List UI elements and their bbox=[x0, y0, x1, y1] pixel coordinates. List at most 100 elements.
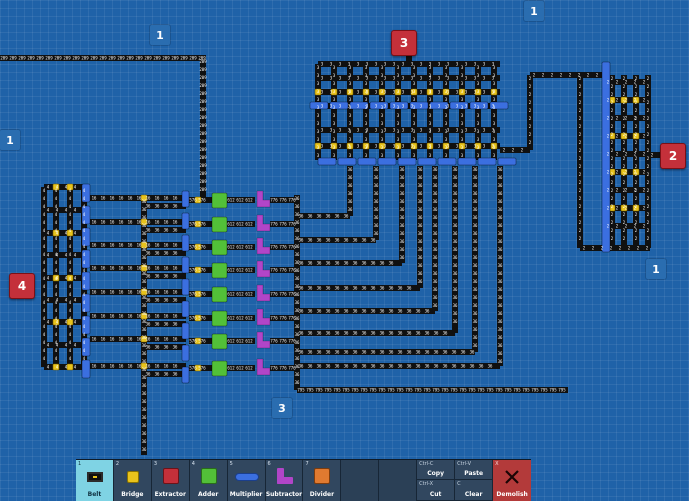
belt-value-label: 3 bbox=[429, 65, 432, 70]
bridge bbox=[632, 168, 640, 176]
belt-value-label: 3 bbox=[461, 145, 464, 150]
belt-value-label: 36 bbox=[433, 191, 438, 196]
belt-value-label: 16 bbox=[110, 290, 115, 295]
tool-divider[interactable]: 7 Divider bbox=[303, 460, 342, 501]
tool-extractor[interactable]: 3 Extractor bbox=[151, 460, 190, 501]
belt-value-label: 36 bbox=[380, 309, 385, 314]
belt-value-label: 36 bbox=[164, 228, 169, 233]
belt-value-label: 36 bbox=[295, 236, 300, 241]
belt-segment bbox=[604, 151, 650, 157]
belt-value-label: 16 bbox=[119, 337, 124, 342]
belt-value-label: 4 bbox=[69, 332, 72, 337]
belt-value-label: 3 bbox=[483, 104, 486, 109]
belt-value-label: 36 bbox=[418, 167, 423, 172]
belt-value-label: 3 bbox=[492, 76, 495, 81]
belt-value-label: 36 bbox=[308, 238, 313, 243]
belt-value-label: 36 bbox=[418, 199, 423, 204]
belt-value-label: 36 bbox=[362, 309, 367, 314]
bridge bbox=[346, 142, 354, 150]
belt-value-label: 16 bbox=[92, 220, 97, 225]
belt-value-label: 36 bbox=[380, 350, 385, 355]
belt-value-label: 2 bbox=[611, 172, 614, 177]
belt-value-label: 2 bbox=[611, 164, 614, 169]
belt-value-label: 36 bbox=[146, 228, 151, 233]
belt-segment bbox=[227, 338, 255, 344]
belt-value-label: 36 bbox=[433, 271, 438, 276]
subtractor bbox=[256, 214, 271, 232]
belt-value-label: 3 bbox=[429, 153, 432, 158]
belt-value-label: 4 bbox=[55, 252, 58, 257]
belt-value-label: 3 bbox=[429, 137, 432, 142]
belt-segment bbox=[44, 275, 84, 281]
belt-value-label: 36 bbox=[374, 183, 379, 188]
belt-value-label: 36 bbox=[433, 167, 438, 172]
belt-value-label: 36 bbox=[164, 345, 169, 350]
demolish-button[interactable]: X Demolish bbox=[493, 460, 532, 501]
tool-bridge[interactable]: 2 Bridge bbox=[113, 460, 152, 501]
belt-value-label: 2 bbox=[623, 92, 626, 97]
belt-value-label: 612 bbox=[245, 198, 253, 203]
belt-value-label: 36 bbox=[400, 231, 405, 236]
belt-value-label: 3 bbox=[413, 105, 416, 110]
belt-value-label: 4 bbox=[65, 231, 68, 236]
belt-value-label: 36 bbox=[142, 399, 147, 404]
belt-value-label: 612 bbox=[236, 268, 244, 273]
belt-value-label: 4 bbox=[74, 276, 77, 281]
belt-segment bbox=[270, 365, 296, 371]
tool-subtractor[interactable]: 6 Subtractor bbox=[265, 460, 304, 501]
belt-value-label: 2 bbox=[625, 134, 628, 139]
belt-segment bbox=[459, 64, 465, 160]
multiplier bbox=[369, 101, 389, 110]
belt-value-label: 612 bbox=[227, 268, 235, 273]
belt-value-label: 2 bbox=[579, 108, 582, 113]
belt-value-label: 209 bbox=[0, 56, 8, 61]
belt-value-label: 3 bbox=[365, 153, 368, 158]
belt-value-label: 36 bbox=[433, 295, 438, 300]
belt-value-label: 3 bbox=[474, 144, 477, 149]
belt-value-label: 4 bbox=[43, 196, 46, 201]
belt-segment bbox=[297, 387, 568, 393]
belt-segment bbox=[141, 366, 147, 455]
bridge bbox=[52, 229, 60, 237]
belt-value-label: 3 bbox=[413, 73, 416, 78]
belt-value-label: 776 bbox=[270, 245, 278, 250]
tool-label: Demolish bbox=[496, 491, 528, 498]
belt-segment bbox=[297, 349, 475, 355]
belt-value-label: 4 bbox=[43, 292, 46, 297]
belt-value-label: 16 bbox=[137, 243, 142, 248]
belt-value-label: 16 bbox=[146, 220, 151, 225]
belt-value-label: 2 bbox=[592, 246, 595, 251]
belt-value-label: 2 bbox=[611, 124, 614, 129]
belt-segment bbox=[475, 64, 481, 160]
belt-value-label: 3 bbox=[365, 73, 368, 78]
paste-button[interactable]: Ctrl-V Paste bbox=[455, 460, 494, 480]
cut-button[interactable]: Ctrl-X Cut bbox=[417, 480, 456, 501]
clear-button[interactable]: C Clear bbox=[455, 480, 494, 501]
belt-value-label: 36 bbox=[498, 359, 503, 364]
belt-value-label: 16 bbox=[101, 290, 106, 295]
tool-multiplier[interactable]: 5 Multiplier bbox=[227, 460, 266, 501]
tool-belt[interactable]: 1 Belt bbox=[76, 460, 114, 501]
belt-value-label: 2 bbox=[521, 148, 524, 153]
belt-value-label: 3 bbox=[483, 90, 486, 95]
belt-value-label: 16 bbox=[119, 220, 124, 225]
belt-value-label: 3 bbox=[365, 145, 368, 150]
belt-value-label: 36 bbox=[498, 263, 503, 268]
belt-value-label: 4 bbox=[83, 300, 86, 305]
adder-icon bbox=[200, 468, 217, 484]
belt-value-label: 3 bbox=[493, 153, 496, 158]
belt-value-label: 2 bbox=[623, 108, 626, 113]
belt-value-label: 209 bbox=[199, 163, 207, 168]
tool-adder[interactable]: 4 Adder bbox=[189, 460, 228, 501]
belt-value-label: 36 bbox=[173, 274, 178, 279]
belt-value-label: 3 bbox=[384, 144, 387, 149]
belt-value-label: 36 bbox=[371, 286, 376, 291]
belt-value-label: 36 bbox=[326, 261, 331, 266]
copy-button[interactable]: Ctrl-C Copy bbox=[417, 460, 456, 480]
belt-value-label: 36 bbox=[299, 364, 304, 369]
belt-segment bbox=[44, 184, 84, 190]
belt-value-label: 3 bbox=[397, 153, 400, 158]
belt-value-label: 209 bbox=[90, 56, 98, 61]
